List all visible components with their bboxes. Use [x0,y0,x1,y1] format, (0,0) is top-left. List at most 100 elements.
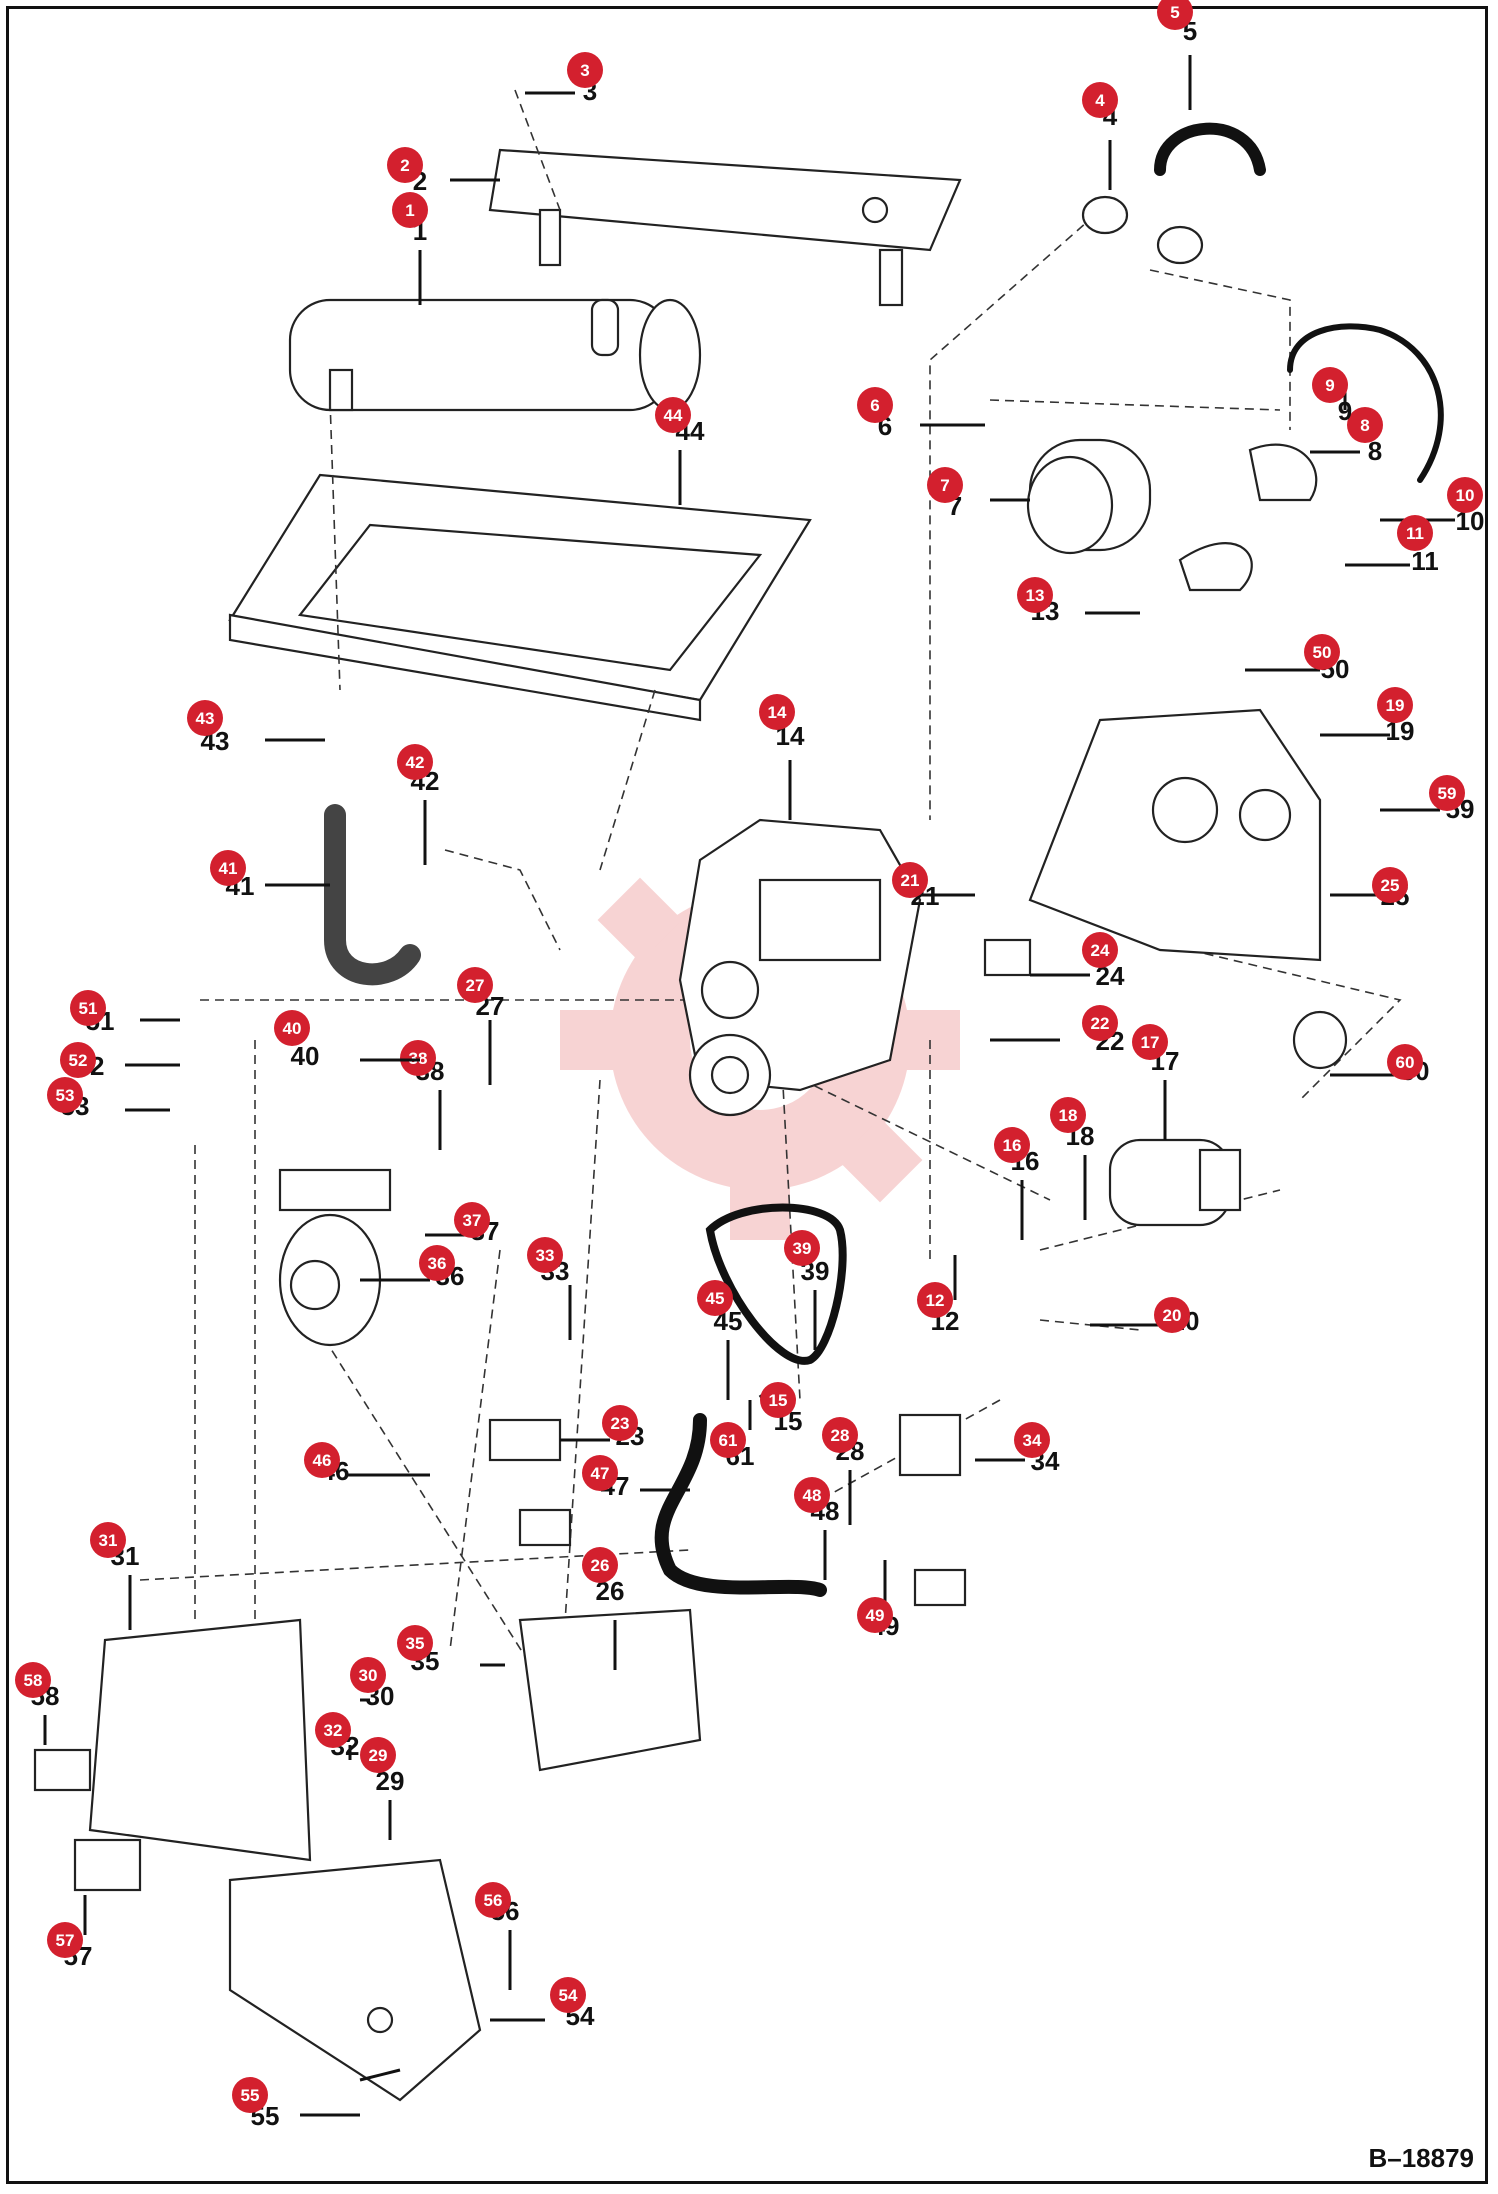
badge-32[interactable] [315,1712,351,1748]
badge-number-33: 33 [536,1246,555,1265]
badge-12[interactable] [917,1282,953,1318]
badge-number-49: 49 [866,1606,885,1625]
intake-hose [1154,122,1266,176]
badge-23[interactable] [602,1405,638,1441]
badge-8[interactable] [1347,407,1383,443]
badge-54[interactable] [550,1977,586,2013]
badge-number-43: 43 [196,709,215,728]
muffler-mount-frame [228,473,812,722]
badge-42[interactable] [397,744,433,780]
badge-25[interactable] [1372,867,1408,903]
badge-45[interactable] [697,1280,733,1316]
badge-22[interactable] [1082,1005,1118,1041]
badge-number-53: 53 [56,1086,75,1105]
callout-20: 2020 [1090,1297,1199,1336]
badge-49[interactable] [857,1597,893,1633]
badge-37[interactable] [454,1202,490,1238]
badge-50[interactable] [1304,634,1340,670]
badge-61[interactable] [710,1422,746,1458]
callout-60: 6060 [1330,1044,1429,1086]
badge-57[interactable] [47,1922,83,1958]
badge-52[interactable] [60,1042,96,1078]
badge-55[interactable] [232,2077,268,2113]
badge-48[interactable] [794,1477,830,1513]
callout-8: 88 [1310,407,1383,466]
part-number-9: 9 [1338,396,1352,426]
badge-number-39: 39 [793,1239,812,1258]
badge-47[interactable] [582,1455,618,1491]
badge-26[interactable] [582,1547,618,1583]
badge-35[interactable] [397,1625,433,1661]
badge-6[interactable] [857,387,893,423]
badge-5[interactable] [1157,0,1193,30]
badge-number-10: 10 [1456,486,1475,505]
badge-59[interactable] [1429,775,1465,811]
badge-17[interactable] [1132,1024,1168,1060]
badge-15[interactable] [760,1382,796,1418]
badge-38[interactable] [400,1040,436,1076]
badge-24[interactable] [1082,932,1118,968]
badge-14[interactable] [759,694,795,730]
badge-53[interactable] [47,1077,83,1113]
badge-19[interactable] [1377,687,1413,723]
badge-2[interactable] [387,147,423,183]
badge-1[interactable] [392,192,428,228]
badge-33[interactable] [527,1237,563,1273]
badge-number-37: 37 [463,1211,482,1230]
badge-number-50: 50 [1313,643,1332,662]
badge-4[interactable] [1082,82,1118,118]
badge-29[interactable] [360,1737,396,1773]
badge-20[interactable] [1154,1297,1190,1333]
badge-9[interactable] [1312,367,1348,403]
badge-36[interactable] [419,1245,455,1281]
callout-38: 3838 [400,1040,444,1150]
badge-number-15: 15 [769,1391,788,1410]
badge-number-16: 16 [1003,1136,1022,1155]
badge-10[interactable] [1447,477,1483,513]
badge-13[interactable] [1017,577,1053,613]
badge-40[interactable] [274,1010,310,1046]
badge-number-25: 25 [1381,876,1400,895]
drawing-id-label: B–18879 [1368,2143,1474,2173]
badge-34[interactable] [1014,1422,1050,1458]
badge-56[interactable] [475,1882,511,1918]
badge-number-28: 28 [831,1426,850,1445]
badge-11[interactable] [1397,515,1433,551]
badge-number-18: 18 [1059,1106,1078,1125]
badge-16[interactable] [994,1127,1030,1163]
badge-7[interactable] [927,467,963,503]
badge-28[interactable] [822,1417,858,1453]
badge-39[interactable] [784,1230,820,1266]
badge-46[interactable] [304,1442,340,1478]
badge-number-60: 60 [1396,1053,1415,1072]
badge-31[interactable] [90,1522,126,1558]
badge-27[interactable] [457,967,493,1003]
badge-43[interactable] [187,700,223,736]
badge-51[interactable] [70,990,106,1026]
badge-30[interactable] [350,1657,386,1693]
badge-44[interactable] [655,397,691,433]
badge-21[interactable] [892,862,928,898]
badge-60[interactable] [1387,1044,1423,1080]
badge-number-21: 21 [901,871,920,890]
badge-number-1: 1 [405,201,414,220]
badge-58[interactable] [15,1662,51,1698]
badge-41[interactable] [210,850,246,886]
callout-56: 5656 [475,1882,519,1990]
badge-18[interactable] [1050,1097,1086,1133]
badge-3[interactable] [567,52,603,88]
